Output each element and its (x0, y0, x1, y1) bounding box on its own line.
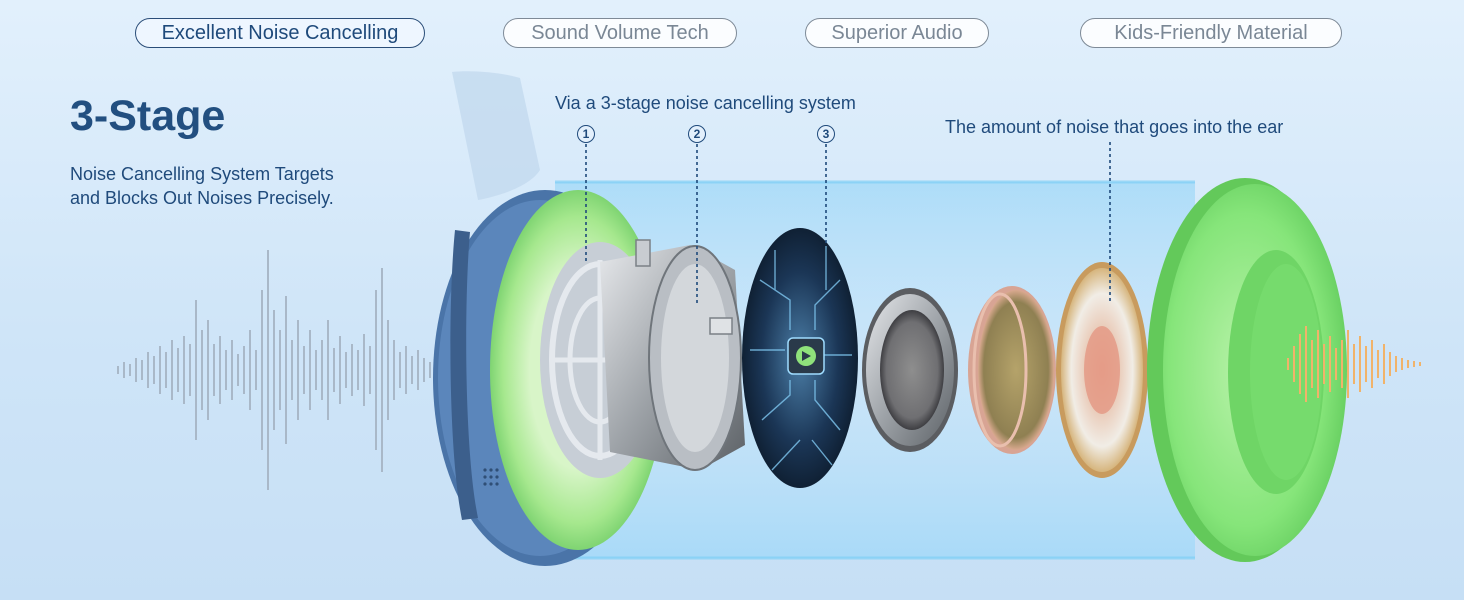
circuit-chip-icon (742, 228, 858, 488)
tab-superior-audio[interactable]: Superior Audio (805, 18, 989, 48)
sound-wave-outside (117, 250, 431, 490)
tab-excellent-noise-cancelling[interactable]: Excellent Noise Cancelling (135, 18, 425, 48)
callout-leaders (585, 142, 1111, 305)
driver-diaphragm (1056, 262, 1148, 478)
feature-tab-bar: Excellent Noise Cancelling Sound Volume … (0, 0, 1464, 60)
tab-kids-friendly-material[interactable]: Kids-Friendly Material (1080, 18, 1342, 48)
headline-title: 3-Stage (70, 92, 226, 140)
stage-marker-1: 1 (577, 125, 595, 143)
subheadline-line-1: Noise Cancelling System Targets (70, 164, 334, 184)
sound-wave-inside (1287, 326, 1421, 402)
stage-marker-3: 3 (817, 125, 835, 143)
stage-marker-2: 2 (688, 125, 706, 143)
subheadline-line-2: and Blocks Out Noises Precisely. (70, 188, 334, 208)
ear-cushion (1147, 178, 1347, 562)
ear-callout: The amount of noise that goes into the e… (945, 117, 1284, 137)
system-callout: Via a 3-stage noise cancelling system (555, 93, 856, 113)
headband (452, 71, 540, 200)
mic-housing (600, 239, 745, 471)
magnet-ring (862, 288, 958, 452)
tab-sound-volume-tech[interactable]: Sound Volume Tech (503, 18, 737, 48)
voice-coil (968, 286, 1056, 454)
